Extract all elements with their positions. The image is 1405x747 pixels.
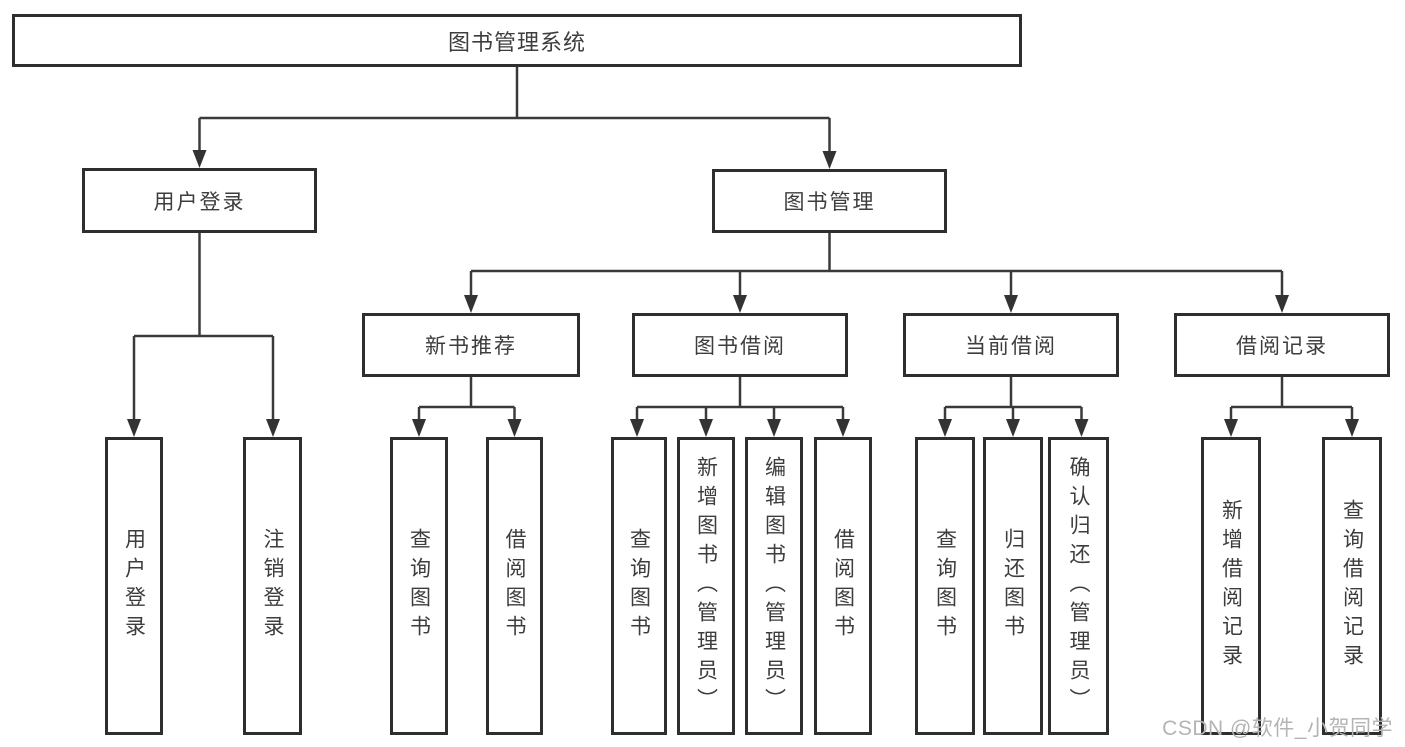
node-book-borrow-label: 图书借阅 <box>694 335 786 358</box>
node-book-borrow: 图书借阅 <box>632 313 848 377</box>
node-current-borrow-label: 当前借阅 <box>965 335 1057 358</box>
leaf-query-books-borrow: 查询图书 <box>611 437 667 735</box>
node-user-login-label: 用户登录 <box>153 190 246 214</box>
node-new-book-recommend: 新书推荐 <box>362 313 580 377</box>
leaf-confirm-return-admin-label: 确认归还（管理员） <box>1067 455 1090 717</box>
leaf-query-books-recommend: 查询图书 <box>390 437 448 735</box>
connector-root-to-level2 <box>192 67 837 169</box>
leaf-add-book-admin-label: 新增图书（管理员） <box>694 455 718 717</box>
node-user-login: 用户登录 <box>82 168 317 233</box>
leaf-query-books-current: 查询图书 <box>915 437 975 735</box>
node-root: 图书管理系统 <box>12 14 1022 67</box>
node-book-management-label: 图书管理 <box>783 191 876 214</box>
leaf-borrow-books-recommend: 借阅图书 <box>486 437 543 735</box>
node-borrow-records-label: 借阅记录 <box>1236 335 1328 358</box>
leaf-add-book-admin: 新增图书（管理员） <box>677 437 735 735</box>
leaf-user-login-label: 用户登录 <box>122 528 146 644</box>
leaf-edit-book-admin: 编辑图书（管理员） <box>745 437 803 735</box>
leaf-return-book-label: 归还图书 <box>1001 528 1025 644</box>
leaf-add-borrow-record-label: 新增借阅记录 <box>1219 499 1243 673</box>
leaf-borrow-books-recommend-label: 借阅图书 <box>503 528 526 644</box>
leaf-query-borrow-record: 查询借阅记录 <box>1322 437 1382 735</box>
leaf-add-borrow-record: 新增借阅记录 <box>1201 437 1261 735</box>
watermark: CSDN @软件_小贺同学 <box>1162 717 1393 740</box>
connector-book-management-children <box>464 233 1289 313</box>
connector-book-borrow-children <box>630 377 850 437</box>
connector-borrow-records-children <box>1224 377 1359 437</box>
node-new-book-recommend-label: 新书推荐 <box>425 335 517 358</box>
node-current-borrow: 当前借阅 <box>903 313 1119 377</box>
node-borrow-records: 借阅记录 <box>1174 313 1390 377</box>
node-root-label: 图书管理系统 <box>447 29 586 55</box>
connector-current-borrow-children <box>938 377 1089 437</box>
leaf-return-book: 归还图书 <box>983 437 1043 735</box>
leaf-borrow-books: 借阅图书 <box>814 437 872 735</box>
connector-new-book-children <box>412 377 522 437</box>
leaf-logout-label: 注销登录 <box>261 528 284 644</box>
leaf-logout: 注销登录 <box>243 437 302 735</box>
node-book-management: 图书管理 <box>712 169 947 233</box>
leaf-query-books-recommend-label: 查询图书 <box>407 528 431 644</box>
leaf-edit-book-admin-label: 编辑图书（管理员） <box>762 455 786 717</box>
leaf-query-books-current-label: 查询图书 <box>933 528 957 644</box>
leaf-query-books-borrow-label: 查询图书 <box>627 528 651 644</box>
leaf-borrow-books-label: 借阅图书 <box>831 528 855 644</box>
leaf-confirm-return-admin: 确认归还（管理员） <box>1048 437 1109 735</box>
connector-user-login-children <box>127 233 280 437</box>
leaf-user-login: 用户登录 <box>105 437 163 735</box>
leaf-query-borrow-record-label: 查询借阅记录 <box>1340 499 1364 673</box>
